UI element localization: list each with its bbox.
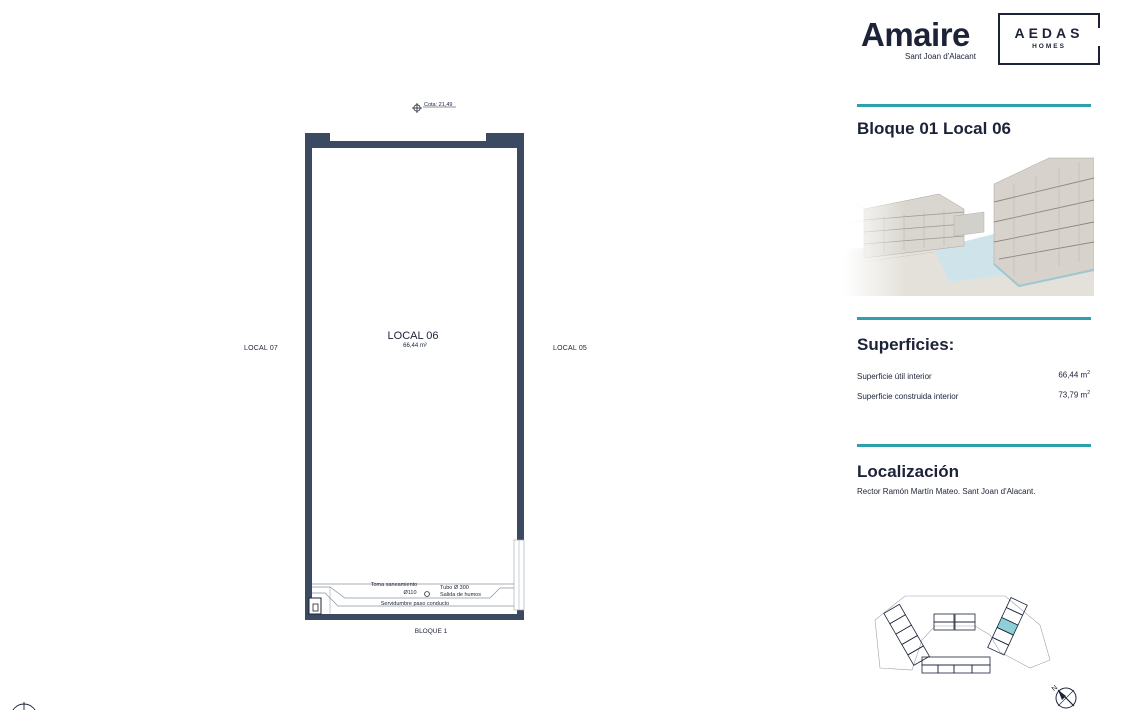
localizacion-heading: Localización: [857, 462, 960, 481]
north-arrow-icon: [1055, 687, 1077, 709]
humos-label: Salida de humos: [440, 592, 481, 598]
unit-walls: [305, 133, 525, 620]
surface-row-value: 73,79 m2: [1058, 390, 1090, 400]
right-neighbor-label: LOCAL 05: [553, 345, 588, 352]
cota-label: Cota: 21,49: [424, 102, 452, 108]
toma-circle: [424, 591, 430, 597]
aedas-homes: HOMES: [1032, 43, 1066, 50]
north-label: N: [1051, 684, 1059, 693]
divider: [857, 444, 1091, 447]
aedas-wordmark: AEDAS: [1014, 25, 1084, 41]
unit-name: LOCAL 06: [388, 330, 439, 342]
unit-title: Bloque 01 Local 06: [857, 119, 1011, 138]
cota-marker: [412, 103, 456, 113]
left-neighbor-label: LOCAL 07: [244, 345, 279, 352]
superficies-heading: Superficies:: [857, 335, 955, 354]
divider: [857, 104, 1091, 107]
divider: [857, 317, 1091, 320]
servidumbre-strip: [308, 583, 514, 615]
tubo-label: Tubo Ø 300: [440, 585, 469, 591]
surface-row-value: 66,44 m2: [1058, 370, 1090, 380]
unit-area: 66,44 m²: [403, 343, 427, 349]
toma-label: Toma saneamiento: [371, 582, 417, 588]
building-render-image: [844, 154, 1094, 296]
plan-compass-icon: [12, 702, 36, 710]
toma-diameter: Ø110: [403, 590, 416, 596]
surface-row-label: Superficie construida interior: [857, 392, 959, 401]
address-text: Rector Ramón Martín Mateo. Sant Joan d'A…: [857, 487, 1036, 496]
site-key-plan: [874, 595, 1051, 674]
surface-row-label: Superficie útil interior: [857, 372, 932, 381]
bloque-label: BLOQUE 1: [415, 628, 448, 635]
servidumbre-label: Servidumbre paso conducto: [381, 601, 449, 607]
project-location: Sant Joan d'Alacant: [905, 52, 976, 61]
project-logo: Amaire: [861, 16, 970, 53]
